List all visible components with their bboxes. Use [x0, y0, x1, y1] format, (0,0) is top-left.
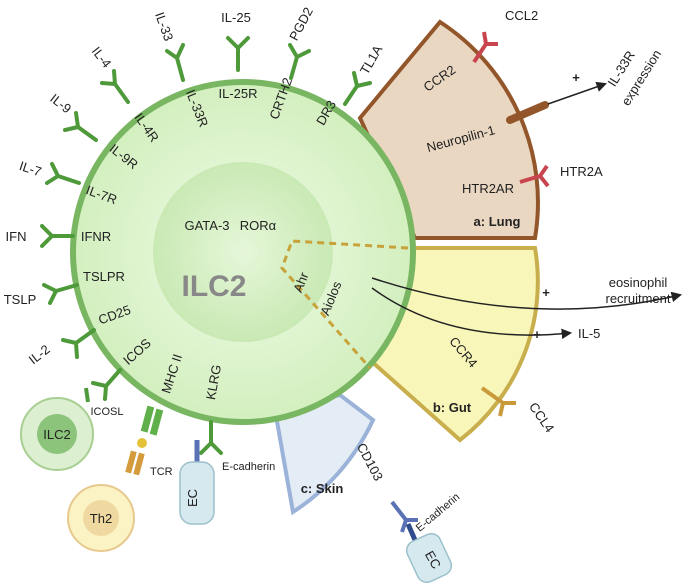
skin-ecadherin: E-cadherin — [414, 491, 462, 534]
label-ifnr: IFNR — [81, 229, 111, 244]
lung-label: a: Lung — [474, 214, 521, 229]
icosl-stub — [84, 387, 90, 403]
gut-outcome-il5: IL-5 — [578, 326, 600, 341]
partner-ilc2 — [20, 397, 94, 471]
ligand-icosl: ICOSL — [90, 406, 123, 418]
gut-outcome-eosinophil-2: recruitment — [605, 291, 670, 306]
ligand-il9: IL-9 — [47, 91, 74, 117]
skin-sector — [272, 392, 376, 516]
il7r-receptor — [45, 162, 81, 185]
lung-outcome-arrow — [547, 81, 607, 105]
skin-label: c: Skin — [301, 481, 344, 496]
ligand-ifn: IFN — [6, 229, 27, 244]
il4r-receptor — [100, 69, 130, 104]
ilc2-title: ILC2 — [181, 270, 246, 303]
gut-eosinophil-arrow — [371, 277, 683, 310]
lung-receptors — [472, 31, 550, 188]
klrg-receptor — [199, 420, 223, 455]
ifnr-receptor — [40, 224, 75, 248]
ec-left-label: EC — [185, 489, 200, 507]
label-il25r: IL-25R — [218, 86, 257, 101]
gut-sign-1: + — [542, 285, 550, 300]
crth2-receptor — [288, 43, 311, 80]
tf-ahr: Ahr — [290, 270, 312, 295]
gut-label: b: Gut — [433, 400, 472, 415]
ec-left-cell — [179, 440, 215, 525]
tf-rora: RORα — [240, 218, 277, 233]
partner-th2 — [67, 484, 135, 552]
gut-il5-arrow — [371, 287, 573, 340]
ligand-il7: IL-7 — [17, 158, 43, 179]
tslpr-receptor — [42, 283, 79, 305]
ligand-il4: IL-4 — [89, 44, 115, 71]
ligand-tcr: TCR — [150, 466, 173, 478]
ec-right-cell — [390, 500, 453, 584]
ligand-pgd2: PGD2 — [286, 5, 316, 43]
lung-sector — [357, 19, 540, 240]
partner-th2-label: Th2 — [90, 511, 112, 526]
lung-ccl2: CCL2 — [505, 8, 538, 23]
ligand-ecadherin-left: E-cadherin — [222, 461, 275, 473]
skin-cd103: CD103 — [354, 441, 386, 484]
lung-htr2ar: HTR2AR — [462, 181, 514, 196]
ligand-il33: IL-33 — [152, 10, 176, 43]
label-tslpr: TSLPR — [83, 269, 125, 284]
gut-ccl4: CCL4 — [526, 399, 557, 435]
ilc2-nucleus — [153, 162, 333, 342]
ligand-il25: IL-25 — [221, 10, 251, 25]
ligand-tslp: TSLP — [4, 292, 37, 307]
mhc2-tcr-complex — [125, 405, 164, 476]
receptor-group — [40, 36, 372, 455]
tf-gata3: GATA-3 — [184, 218, 229, 233]
gut-sector — [367, 246, 540, 443]
lung-htr2a: HTR2A — [560, 164, 603, 179]
ligand-tl1a: TL1A — [357, 42, 386, 77]
cd25-receptor — [61, 328, 96, 359]
ligand-il2: IL-2 — [26, 342, 53, 368]
gut-outcome-eosinophil-1: eosinophil — [609, 275, 668, 290]
icos-receptor — [91, 368, 122, 401]
lung-sign: + — [572, 70, 580, 85]
gut-receptor — [480, 386, 516, 417]
partner-ilc2-label: ILC2 — [43, 427, 70, 442]
il9r-receptor — [63, 111, 98, 142]
il25r-receptor — [226, 36, 250, 72]
il33r-receptor — [165, 43, 185, 82]
dr3-receptor — [343, 71, 372, 106]
gut-sign-2: + — [533, 327, 541, 342]
label-klrg: KLRG — [203, 363, 224, 400]
